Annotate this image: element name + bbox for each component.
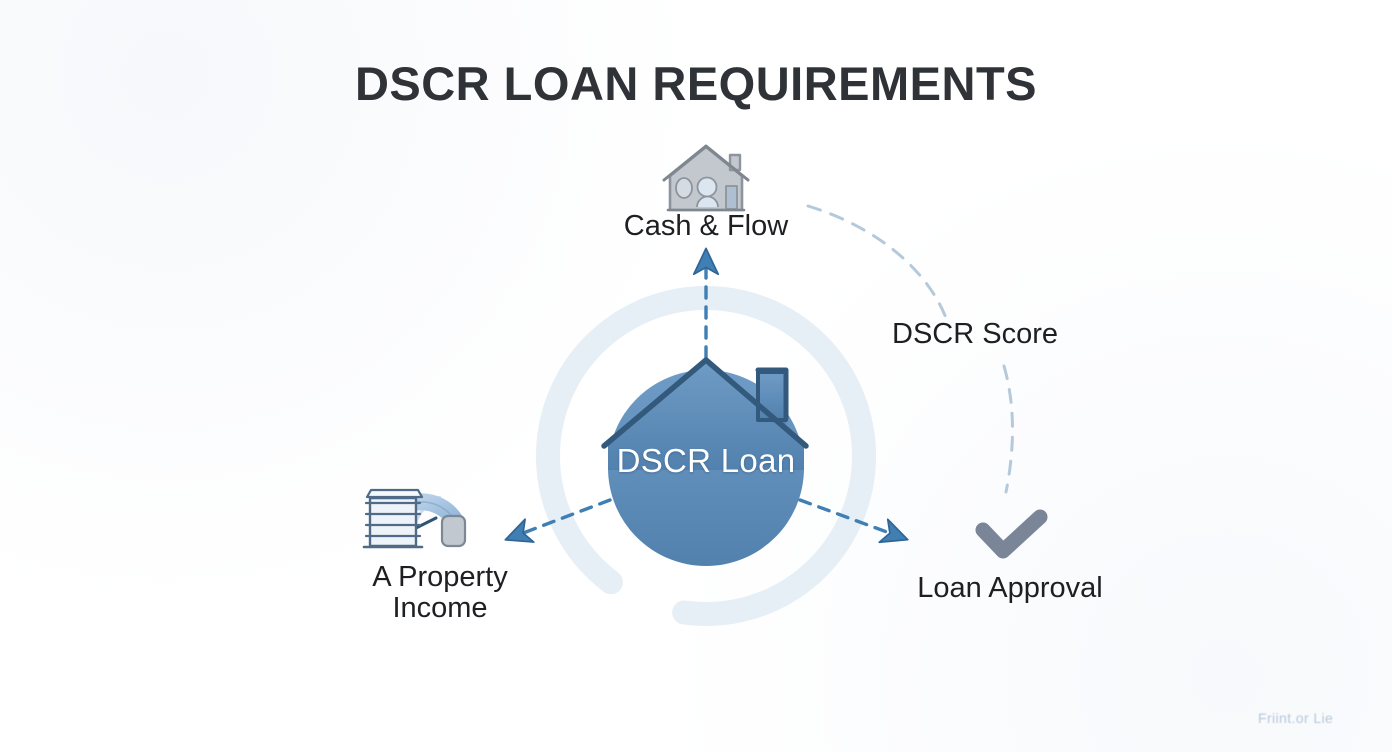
center-house-shape[interactable] — [601, 357, 809, 566]
documents-gauge-icon — [362, 488, 467, 549]
center-node-label: DSCR Loan — [616, 442, 796, 479]
page-title: DSCR LOAN REQUIREMENTS — [354, 57, 1038, 110]
watermark-text: Friint.or Lie — [1258, 710, 1334, 726]
node-label-cash-flow: Cash & Flow — [623, 210, 789, 242]
arc-cash-flow-to-dscr-score — [806, 204, 948, 320]
checkmark-icon — [975, 509, 1048, 559]
arrow-down-left-to-property-income — [504, 498, 612, 543]
node-label-property-income: A Property Income — [372, 561, 508, 625]
node-label-dscr-score: DSCR Score — [892, 318, 1058, 350]
house-with-people-icon — [662, 144, 750, 212]
arrow-down-right-to-loan-approval — [798, 498, 909, 544]
node-label-loan-approval: Loan Approval — [917, 572, 1103, 604]
arc-dscr-score-to-loan-approval — [1002, 364, 1014, 494]
